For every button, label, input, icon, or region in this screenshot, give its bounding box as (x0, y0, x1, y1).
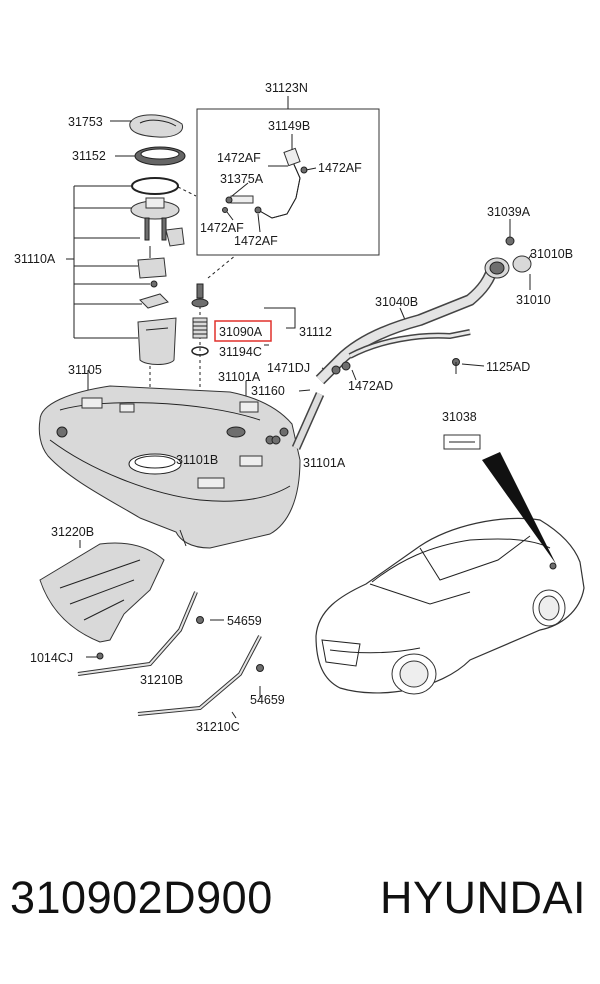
brand-name: HYUNDAI (379, 872, 586, 923)
callout-31160: 31160 (251, 384, 285, 398)
bracket-31110A (66, 185, 150, 339)
callout-31123N: 31123N (265, 81, 308, 95)
callout-31210B: 31210B (140, 673, 183, 687)
tank-strap-31210B (77, 591, 204, 676)
callout-31112: 31112 (299, 325, 332, 339)
callout-1472AF-b: 1472AF (318, 161, 362, 175)
callout-31105: 31105 (68, 363, 102, 377)
callout-31101A-b: 31101A (303, 456, 346, 470)
callout-1472AF-a: 1472AF (217, 151, 261, 165)
fuel-tank-31105 (38, 385, 301, 549)
callout-31101B: 31101B (176, 453, 218, 467)
fuel-filter-31112 (191, 283, 209, 356)
callout-31210C: 31210C (196, 720, 240, 734)
callout-31010B: 31010B (530, 247, 573, 261)
tank-guard-31220B (39, 542, 165, 660)
callout-31220B: 31220B (51, 525, 94, 539)
gasket-ring (131, 177, 179, 195)
callout-1472AD: 1472AD (348, 379, 393, 393)
callout-31040B: 31040B (375, 295, 418, 309)
filler-label-31038 (443, 434, 481, 450)
callout-31753: 31753 (68, 115, 103, 129)
callout-31152: 31152 (72, 149, 106, 163)
lock-ring-31152 (134, 146, 186, 166)
filler-neck-31040B (271, 236, 532, 450)
fuel-pressure-lines (222, 147, 308, 219)
callout-1472AF-c: 1472AF (200, 221, 244, 235)
callout-54659-a: 54659 (227, 614, 262, 628)
callout-54659-b: 54659 (250, 693, 285, 707)
callout-1472AF-d: 1472AF (234, 234, 278, 248)
callout-31101A-a: 31101A (218, 370, 261, 384)
pump-cover-31753 (129, 114, 184, 138)
callout-1125AD: 1125AD (486, 360, 530, 374)
callout-31194C: 31194C (219, 345, 262, 359)
part-number: 310902D900 (10, 872, 273, 923)
callout-31010: 31010 (516, 293, 551, 307)
vehicle-illustration (315, 517, 585, 695)
callout-31039A: 31039A (487, 205, 531, 219)
tank-strap-31210C (137, 635, 264, 716)
callout-31149B: 31149B (268, 119, 310, 133)
fuel-filter-cup (137, 317, 177, 365)
pump-bracket (137, 246, 167, 279)
callout-31110A: 31110A (14, 252, 56, 266)
callout-1014CJ: 1014CJ (30, 651, 73, 665)
pump-flange (130, 197, 185, 247)
callout-31375A: 31375A (220, 172, 264, 186)
pointer-arrow (482, 452, 556, 564)
callout-31090A: 31090A (219, 325, 263, 339)
highlight-box-31090A (214, 320, 272, 342)
callout-31038: 31038 (442, 410, 477, 424)
callout-1471DJ: 1471DJ (267, 361, 310, 375)
pump-filter-parts (139, 280, 169, 309)
